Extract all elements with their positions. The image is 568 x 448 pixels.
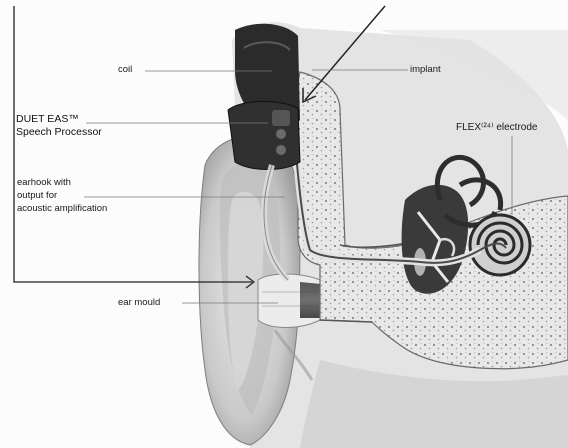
coil-label: coil	[118, 63, 132, 76]
speech-processor-label: DUET EAS™ Speech Processor	[16, 113, 102, 139]
speech-processor-label-line1: DUET EAS™	[16, 113, 102, 126]
speech-processor-label-line2: Speech Processor	[16, 126, 102, 139]
implant-label: implant	[410, 63, 441, 76]
ear-mould-label: ear mould	[118, 296, 160, 309]
earhook-label: earhook with output for acoustic amplifi…	[17, 176, 107, 215]
earhook-label-line3: acoustic amplification	[17, 202, 107, 215]
speech-processor	[228, 101, 300, 169]
earhook-label-line2: output for	[17, 189, 107, 202]
earhook-label-line1: earhook with	[17, 176, 107, 189]
cochlea	[470, 215, 530, 275]
flex-electrode-label: FLEX⁽²⁴⁾ electrode	[456, 121, 537, 134]
